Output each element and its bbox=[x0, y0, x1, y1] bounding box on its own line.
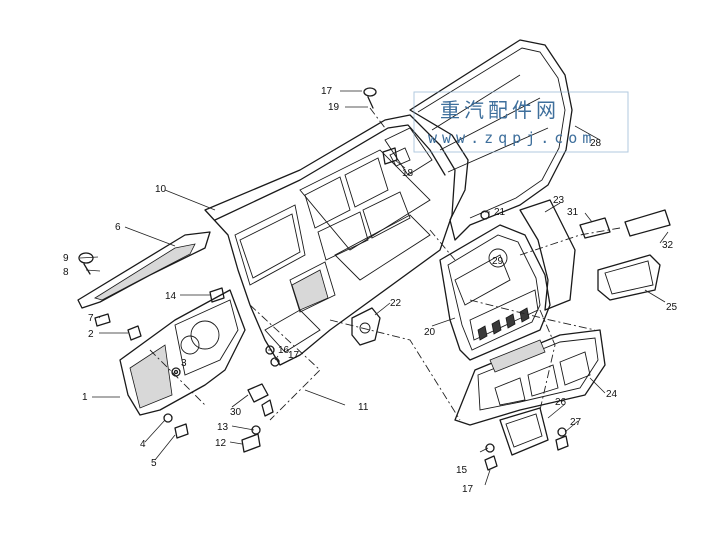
callout-20: 20 bbox=[424, 327, 436, 338]
callout-28: 28 bbox=[590, 138, 602, 149]
callout-12: 12 bbox=[215, 438, 227, 449]
callout-11: 11 bbox=[358, 402, 369, 413]
callout-23: 23 bbox=[553, 195, 565, 206]
part-left-trim-strip bbox=[77, 231, 211, 309]
part-left-lower-panel bbox=[119, 289, 246, 416]
callout-24: 24 bbox=[606, 389, 618, 400]
part-console-surround bbox=[519, 199, 576, 311]
callout-1: 1 bbox=[82, 392, 88, 403]
callout-4: 4 bbox=[140, 439, 146, 450]
callout-25: 25 bbox=[666, 302, 678, 313]
callout-17-top: 17 bbox=[321, 86, 333, 97]
watermark-url: www.zqpj.com bbox=[428, 129, 596, 147]
callout-17-panel: 17 bbox=[288, 350, 300, 361]
leader-lines bbox=[79, 90, 669, 486]
callout-15: 15 bbox=[456, 465, 468, 476]
part-knob-18 bbox=[382, 147, 398, 165]
callout-31: 31 bbox=[567, 207, 579, 218]
callout-14: 14 bbox=[165, 291, 177, 302]
watermark-title: 重汽配件网 bbox=[440, 99, 560, 122]
callout-27: 27 bbox=[570, 417, 582, 428]
part-storage-box bbox=[499, 407, 549, 456]
part-top-cover bbox=[409, 39, 573, 241]
callout-32: 32 bbox=[662, 240, 674, 251]
callout-30: 30 bbox=[230, 407, 242, 418]
part-trim-cap-31 bbox=[579, 217, 611, 239]
part-cup-holder bbox=[597, 254, 661, 301]
callout-21: 21 bbox=[494, 207, 506, 218]
fasteners bbox=[78, 87, 569, 471]
callout-18: 18 bbox=[402, 168, 414, 179]
callout-10: 10 bbox=[155, 184, 167, 195]
callout-7: 7 bbox=[88, 313, 94, 324]
callout-29: 29 bbox=[492, 256, 504, 267]
callout-16: 16 bbox=[278, 345, 290, 356]
part-trim-cap-32 bbox=[624, 209, 671, 237]
assembly-lines bbox=[149, 107, 621, 421]
part-clip-14 bbox=[209, 287, 225, 303]
callout-19: 19 bbox=[328, 102, 340, 113]
callout-17-bottom: 17 bbox=[462, 484, 474, 495]
callout-8: 8 bbox=[63, 267, 69, 278]
callout-9: 9 bbox=[63, 253, 69, 264]
callout-3: 3 bbox=[181, 358, 187, 369]
callout-22: 22 bbox=[390, 298, 402, 309]
callout-labels: 1 2 3 4 5 6 7 8 9 10 11 12 13 14 15 16 1… bbox=[63, 86, 678, 495]
callout-26: 26 bbox=[555, 397, 567, 408]
part-lower-console bbox=[454, 329, 606, 426]
part-center-console-frame bbox=[439, 224, 551, 361]
part-dashboard-body bbox=[204, 114, 456, 366]
part-bracket-22 bbox=[351, 307, 381, 346]
callout-2: 2 bbox=[88, 329, 94, 340]
callout-6: 6 bbox=[115, 222, 121, 233]
watermark: 重汽配件网 www.zqpj.com bbox=[413, 91, 629, 153]
callout-13: 13 bbox=[217, 422, 229, 433]
callout-5: 5 bbox=[151, 458, 157, 469]
